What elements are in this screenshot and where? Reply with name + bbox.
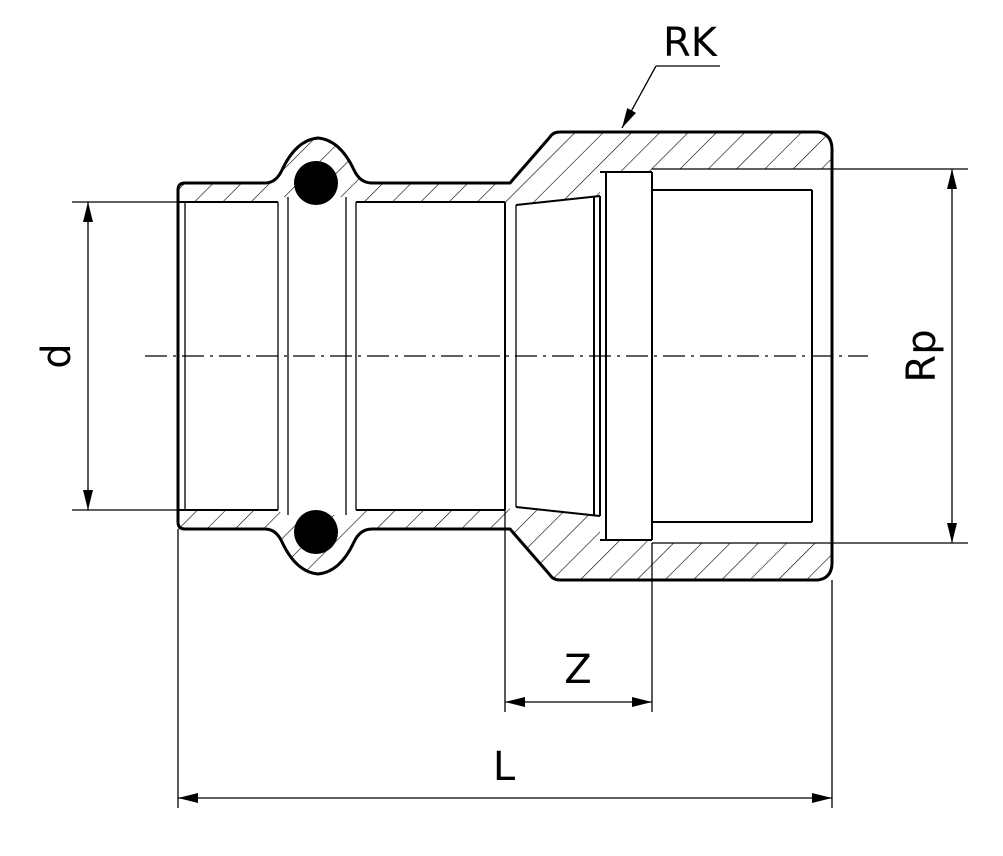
rk-leader (621, 65, 720, 129)
label-rp: Rp (899, 329, 945, 382)
label-d: d (34, 343, 80, 368)
dimension-d (72, 201, 178, 511)
dimension-rp (832, 168, 968, 544)
label-z: Z (564, 647, 591, 693)
bore-outline (176, 168, 834, 544)
label-l: L (493, 744, 516, 790)
top-wall-section (176, 130, 834, 205)
label-rk: RK (663, 20, 719, 66)
o-ring-top (294, 161, 338, 205)
bottom-wall-section (176, 507, 834, 582)
dimension-z (504, 510, 653, 712)
dimension-l (177, 529, 833, 808)
o-ring-bottom (294, 510, 338, 554)
